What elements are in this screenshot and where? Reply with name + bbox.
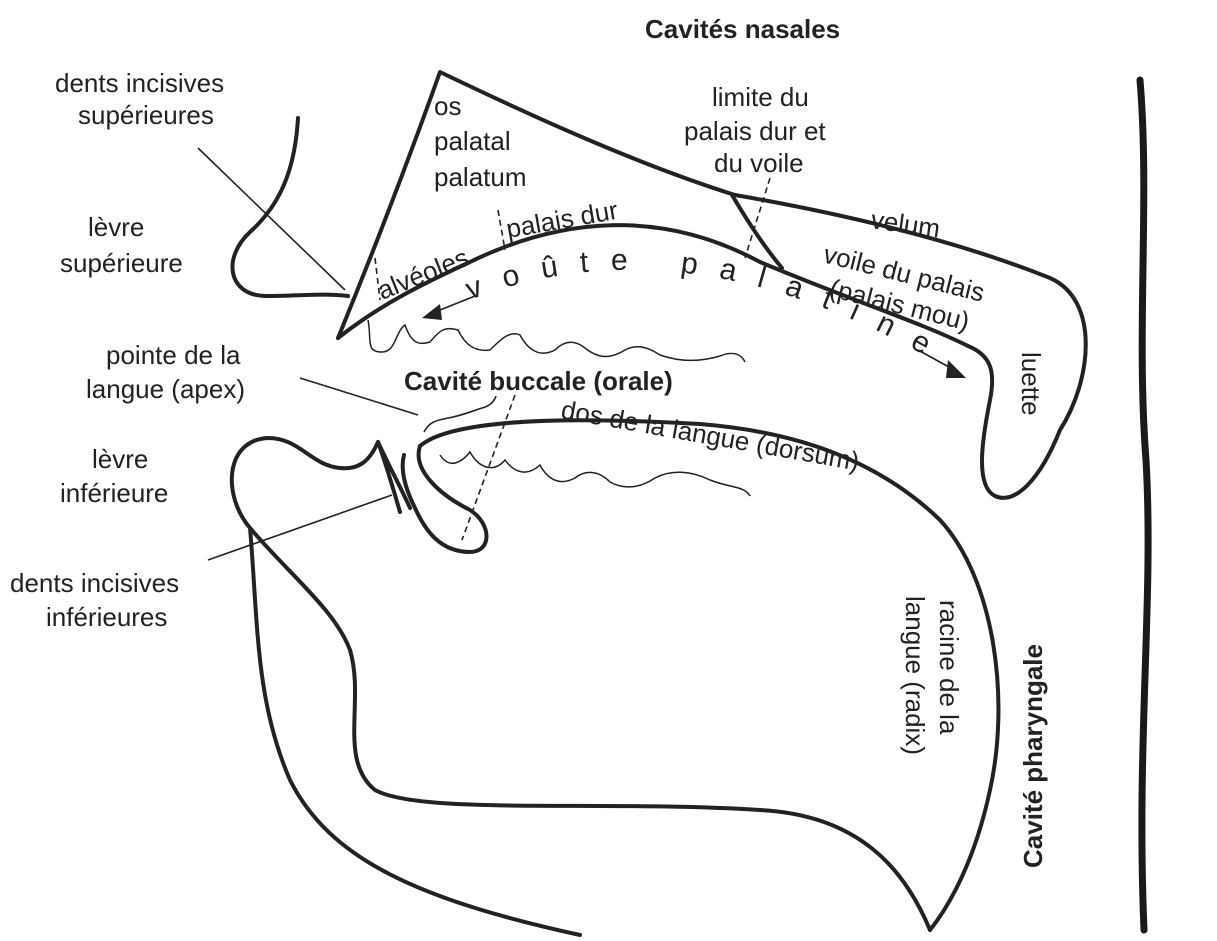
- tongue-tip-outline: [403, 446, 487, 552]
- label-levre-sup-line1: lèvre: [88, 212, 144, 242]
- label-os-line2: palatal: [434, 126, 511, 156]
- label-pointe-line1: pointe de la: [106, 340, 241, 370]
- label-limite-line2: palais dur et: [684, 116, 826, 146]
- lower-lip-outline: [232, 438, 930, 930]
- jaw-outline: [250, 528, 580, 935]
- label-limite-line3: du voile: [714, 148, 804, 178]
- label-alveoles: alvéoles: [373, 242, 473, 306]
- label-cavites-nasales: Cavités nasales: [645, 14, 840, 44]
- leader-pointe: [300, 378, 418, 415]
- label-racine-line2: langue (radix): [900, 596, 930, 755]
- label-cavite-buccale: Cavité buccale (orale): [404, 366, 673, 396]
- leader-dents-sup: [198, 148, 345, 290]
- label-levre-inf-line2: inférieure: [60, 478, 168, 508]
- voute-arrow-right-head: [946, 360, 966, 378]
- label-dos-langue: dos de la langue (dorsum): [559, 394, 862, 476]
- voute-arrow-left-head: [422, 304, 442, 320]
- label-dents-inf-line2: inférieures: [46, 602, 167, 632]
- label-levre-sup-line2: supérieure: [60, 248, 183, 278]
- label-dents-sup-line2: supérieures: [78, 100, 214, 130]
- label-pointe-line2: langue (apex): [86, 374, 245, 404]
- label-dents-sup-line1: dents incisives: [55, 68, 224, 98]
- label-racine-line1: racine de la: [934, 600, 964, 735]
- label-os-line3: palatum: [434, 162, 527, 192]
- label-velum: velum: [869, 204, 942, 243]
- label-dents-inf-line1: dents incisives: [10, 568, 179, 598]
- label-limite-line1: limite du: [712, 82, 809, 112]
- label-os-line1: os: [434, 91, 461, 121]
- label-cavite-pharyngale: Cavité pharyngale: [1018, 644, 1048, 868]
- label-luette: luette: [1016, 352, 1046, 416]
- pharyngeal-wall: [1140, 80, 1148, 930]
- upper-teeth: [368, 320, 745, 362]
- label-levre-inf-line1: lèvre: [92, 444, 148, 474]
- upper-lip-outline: [232, 118, 348, 296]
- label-palais-dur: palais dur: [504, 195, 621, 244]
